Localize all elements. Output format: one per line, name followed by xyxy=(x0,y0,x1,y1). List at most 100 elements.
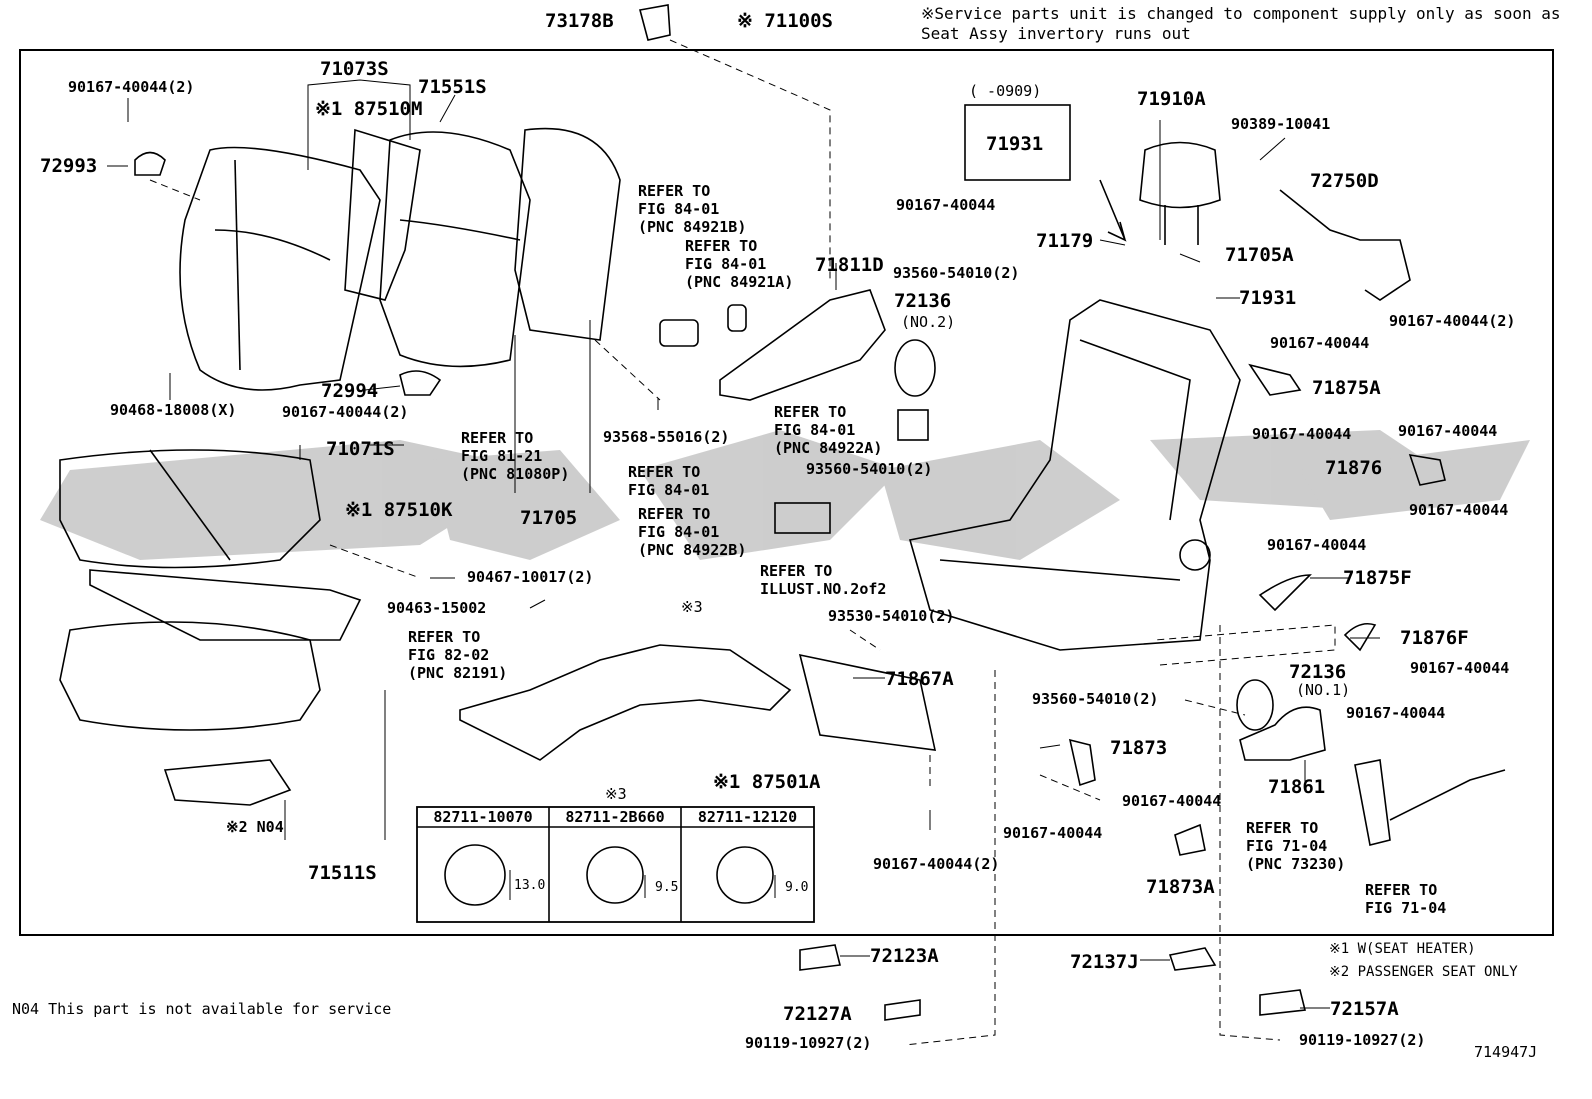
note-mark-3-b: ※3 xyxy=(605,785,627,803)
part-label-73178B[interactable]: 73178B xyxy=(545,10,614,32)
refer-84921b[interactable]: REFER TO FIG 84-01 (PNC 84921B) xyxy=(638,182,747,236)
cushion-heater-mat xyxy=(89,569,362,641)
refer-84922b[interactable]: REFER TO FIG 84-01 (PNC 84922B) xyxy=(638,505,747,559)
seat-frame xyxy=(908,299,1241,651)
part-label-71867A[interactable]: 71867A xyxy=(885,668,954,690)
refer-73230[interactable]: REFER TO FIG 71-04 (PNC 73230) xyxy=(1246,819,1346,873)
part-label-72136-no1[interactable]: 72136 xyxy=(1289,661,1347,683)
dashed-lines xyxy=(149,39,1336,1046)
refer-84922a[interactable]: REFER TO FIG 84-01 (PNC 84922A) xyxy=(774,403,883,457)
part-label-90467[interactable]: 90467-10017(2) xyxy=(467,568,594,586)
knob-72136-no2 xyxy=(894,339,936,397)
refer-illust-2of2[interactable]: REFER TO ILLUST.NO.2of2 xyxy=(760,562,887,598)
part-label-90119-b[interactable]: 90119-10927(2) xyxy=(1299,1031,1426,1049)
part-label-71931-b[interactable]: 71931 xyxy=(1239,287,1297,309)
service-note-line2: Seat Assy invertory runs out xyxy=(921,24,1191,43)
part-label-71071S[interactable]: 71071S xyxy=(326,438,395,460)
illustration-id: 714947J xyxy=(1474,1043,1538,1061)
part-label-90167-40044-n[interactable]: 90167-40044 xyxy=(1003,824,1103,842)
part-label-71705A[interactable]: 71705A xyxy=(1225,244,1294,266)
cover-72137j xyxy=(1168,947,1217,971)
cover-72157a xyxy=(1259,989,1306,1016)
part-label-71875A[interactable]: 71875A xyxy=(1312,377,1381,399)
part-label-71179[interactable]: 71179 xyxy=(1036,230,1094,252)
part-label-72137J[interactable]: 72137J xyxy=(1070,951,1139,973)
part-label-71873[interactable]: 71873 xyxy=(1110,737,1168,759)
clip-72994 xyxy=(399,370,442,396)
part-label-71875F[interactable]: 71875F xyxy=(1343,567,1412,589)
part-label-72136-no2-sub: (NO.2) xyxy=(901,313,956,331)
part-label-90167-40044-l[interactable]: 90167-40044 xyxy=(1346,704,1446,722)
part-label-90463[interactable]: 90463-15002 xyxy=(387,599,487,617)
part-label-90167-40044-2-e[interactable]: 90167-40044(2) xyxy=(1389,312,1516,330)
part-label-93560-2-a[interactable]: 93560-54010(2) xyxy=(893,264,1020,282)
lever-71861 xyxy=(1239,706,1326,761)
part-label-71873A[interactable]: 71873A xyxy=(1146,876,1215,898)
part-label-90167-40044-2-a[interactable]: 90167-40044(2) xyxy=(68,78,195,96)
part-label-72993[interactable]: 72993 xyxy=(40,155,98,177)
part-label-93530[interactable]: 93530-54010(2) xyxy=(828,607,955,625)
part-label-90119-a[interactable]: 90119-10927(2) xyxy=(745,1034,872,1052)
part-label-90167-40044-m[interactable]: 90167-40044 xyxy=(1122,792,1222,810)
clip-table xyxy=(416,806,815,923)
part-label-72123A[interactable]: 72123A xyxy=(870,945,939,967)
seatback-pad xyxy=(379,131,531,368)
part-label-72994[interactable]: 72994 xyxy=(321,380,379,402)
clip-dim-3: 9.0 xyxy=(785,880,809,895)
back-frame xyxy=(514,127,621,341)
part-label-93560-2-b[interactable]: 93560-54010(2) xyxy=(806,460,933,478)
part-label-90468[interactable]: 90468-18008(X) xyxy=(110,401,237,419)
clip-table-col-2[interactable]: 82711-2B660 xyxy=(565,808,665,826)
switch-84921b xyxy=(659,319,699,347)
part-label-n04[interactable]: ※2 N04 xyxy=(226,818,284,836)
refer-84921a[interactable]: REFER TO FIG 84-01 (PNC 84921A) xyxy=(685,237,794,291)
cover-71867a xyxy=(798,653,937,751)
part-label-90389[interactable]: 90389-10041 xyxy=(1231,115,1331,133)
part-label-90167-40044-i[interactable]: 90167-40044 xyxy=(1409,501,1509,519)
refer-71-04[interactable]: REFER TO FIG 71-04 xyxy=(1365,881,1447,917)
refer-84-01[interactable]: REFER TO FIG 84-01 xyxy=(628,463,710,499)
part-label-71876F[interactable]: 71876F xyxy=(1400,627,1469,649)
part-label-90167-40044-g[interactable]: 90167-40044 xyxy=(1252,425,1352,443)
part-label-90167-40044-c[interactable]: 90167-40044 xyxy=(896,196,996,214)
part-label-87501A[interactable]: ※1 87501A xyxy=(713,771,821,793)
part-label-72750D[interactable]: 72750D xyxy=(1310,170,1379,192)
part-label-72127A[interactable]: 72127A xyxy=(783,1003,852,1025)
part-label-93560-2-c[interactable]: 93560-54010(2) xyxy=(1032,690,1159,708)
part-label-90167-40044-j[interactable]: 90167-40044 xyxy=(1267,536,1367,554)
part-label-71876[interactable]: 71876 xyxy=(1325,457,1383,479)
part-label-90167-40044-f[interactable]: 90167-40044 xyxy=(1270,334,1370,352)
n04-part xyxy=(163,759,292,806)
part-label-71551S[interactable]: 71551S xyxy=(418,76,487,98)
part-label-90167-40044-2-b[interactable]: 90167-40044(2) xyxy=(282,403,409,421)
part-label-90167-40044-k[interactable]: 90167-40044 xyxy=(1410,659,1510,677)
part-label-72136-no2[interactable]: 72136 xyxy=(894,290,952,312)
clip-dim-1: 13.0 xyxy=(514,878,546,893)
part-label-87510K[interactable]: ※1 87510K xyxy=(345,499,453,521)
cover-72123a xyxy=(799,944,841,971)
service-note-line1: ※Service parts unit is changed to compon… xyxy=(921,4,1561,23)
part-label-71705[interactable]: 71705 xyxy=(520,507,578,529)
part-label-72157A[interactable]: 72157A xyxy=(1330,998,1399,1020)
part-label-71861[interactable]: 71861 xyxy=(1268,776,1326,798)
clip-dim-2: 9.5 xyxy=(655,880,679,895)
refer-81080p[interactable]: REFER TO FIG 81-21 (PNC 81080P) xyxy=(461,429,570,483)
switch-84921a xyxy=(727,304,747,332)
part-label-71910A[interactable]: 71910A xyxy=(1137,88,1206,110)
refer-82191[interactable]: REFER TO FIG 82-02 (PNC 82191) xyxy=(408,628,508,682)
headrest xyxy=(1139,141,1221,209)
part-label-71811D[interactable]: 71811D xyxy=(815,254,884,276)
part-label-71073S[interactable]: 71073S xyxy=(320,58,389,80)
clip-table-col-3[interactable]: 82711-12120 xyxy=(697,808,798,826)
part-label-71931-a[interactable]: 71931 xyxy=(986,133,1044,155)
cushion-pad xyxy=(59,621,321,731)
part-label-93568[interactable]: 93568-55016(2) xyxy=(603,428,730,446)
part-label-90167-40044-h[interactable]: 90167-40044 xyxy=(1398,422,1498,440)
clip-table-col-1[interactable]: 82711-10070 xyxy=(433,808,533,826)
part-label-87510M[interactable]: ※1 87510M xyxy=(315,98,423,120)
belt-buckle xyxy=(1354,759,1391,846)
diagram-frame xyxy=(19,49,1554,936)
part-label-71511S[interactable]: 71511S xyxy=(308,862,377,884)
part-label-90167-40044-2-d[interactable]: 90167-40044(2) xyxy=(873,855,1000,873)
